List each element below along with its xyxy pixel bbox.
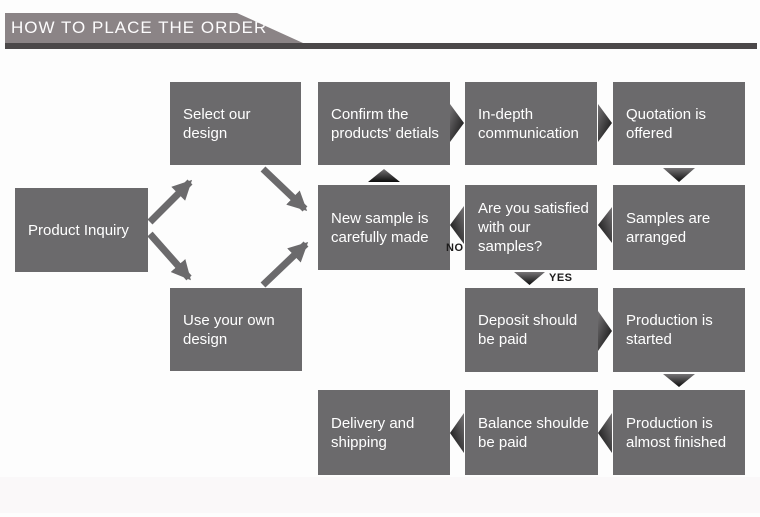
node-label: New sample is carefully made — [331, 209, 429, 246]
node-label: Quotation is offered — [626, 105, 707, 142]
flow-node-quotation-offered: Quotation is offered — [613, 82, 745, 165]
node-label: Deposit should be paid — [478, 312, 578, 348]
flow-node-balance-paid: Balance shoulde be paid — [465, 390, 598, 475]
arrow-quotation-to-samples-icon — [663, 168, 695, 182]
node-label: Are you satisfied with our samples? — [478, 200, 589, 255]
flow-node-select-our-design: Select our design — [170, 82, 301, 165]
arrow-own-design-to-sample — [260, 241, 309, 288]
arrow-select-to-sample — [260, 166, 308, 212]
arrow-sample-to-confirm-icon — [368, 169, 400, 182]
node-label: In-depth communication — [478, 105, 579, 142]
flow-node-production-almost-finished: Production is almost finished — [613, 390, 745, 475]
node-label: Use your own design — [183, 311, 275, 348]
flow-node-deposit-paid: Deposit should be paid — [465, 288, 598, 372]
node-label: Product Inquiry — [28, 221, 129, 239]
arrow-indepth-to-quotation-icon — [598, 104, 612, 142]
node-label: Production is almost finished — [626, 414, 727, 451]
flow-node-in-depth-communication: In-depth communication — [465, 82, 597, 165]
node-label: Select our design — [183, 105, 251, 142]
decision-label-yes: YES — [549, 272, 573, 284]
node-label: Balance shoulde be paid — [478, 414, 589, 451]
decision-label-no: NO — [446, 242, 464, 254]
flow-node-confirm-products-details: Confirm the products' detials — [318, 82, 450, 165]
bottom-band — [0, 477, 760, 513]
arrow-production-to-finished-icon — [663, 374, 695, 387]
flow-node-satisfied-question: Are you satisfied with our samples? — [465, 185, 597, 270]
flow-node-use-your-own-design: Use your own design — [170, 288, 302, 371]
arrow-balance-to-delivery-icon — [450, 413, 464, 453]
node-label: Samples are arranged — [626, 209, 711, 246]
flow-node-product-inquiry: Product Inquiry — [15, 188, 148, 272]
arrow-confirm-to-indepth-icon — [450, 104, 464, 142]
flow-node-new-sample-made: New sample is carefully made — [318, 185, 450, 270]
node-label: Production is started — [626, 312, 713, 348]
flow-node-samples-arranged: Samples are arranged — [613, 185, 745, 270]
header-banner: HOW TO PLACE THE ORDER — [5, 13, 303, 43]
arrow-finished-to-balance-icon — [598, 413, 612, 453]
arrow-deposit-to-production-icon — [598, 311, 612, 351]
node-label: Delivery and shipping — [331, 414, 415, 451]
flow-node-production-started: Production is started — [613, 288, 745, 372]
header-divider-bar — [5, 43, 757, 49]
flow-node-delivery-and-shipping: Delivery and shipping — [318, 390, 450, 475]
arrow-inquiry-to-own-design — [147, 231, 192, 281]
arrow-inquiry-to-select — [147, 179, 193, 225]
arrow-satisfied-no-to-sample-icon — [450, 206, 464, 244]
arrow-samples-to-satisfied-icon — [598, 207, 612, 243]
page-title: HOW TO PLACE THE ORDER — [11, 18, 268, 37]
arrow-satisfied-yes-to-deposit-icon — [514, 272, 545, 285]
node-label: Confirm the products' detials — [331, 105, 439, 142]
